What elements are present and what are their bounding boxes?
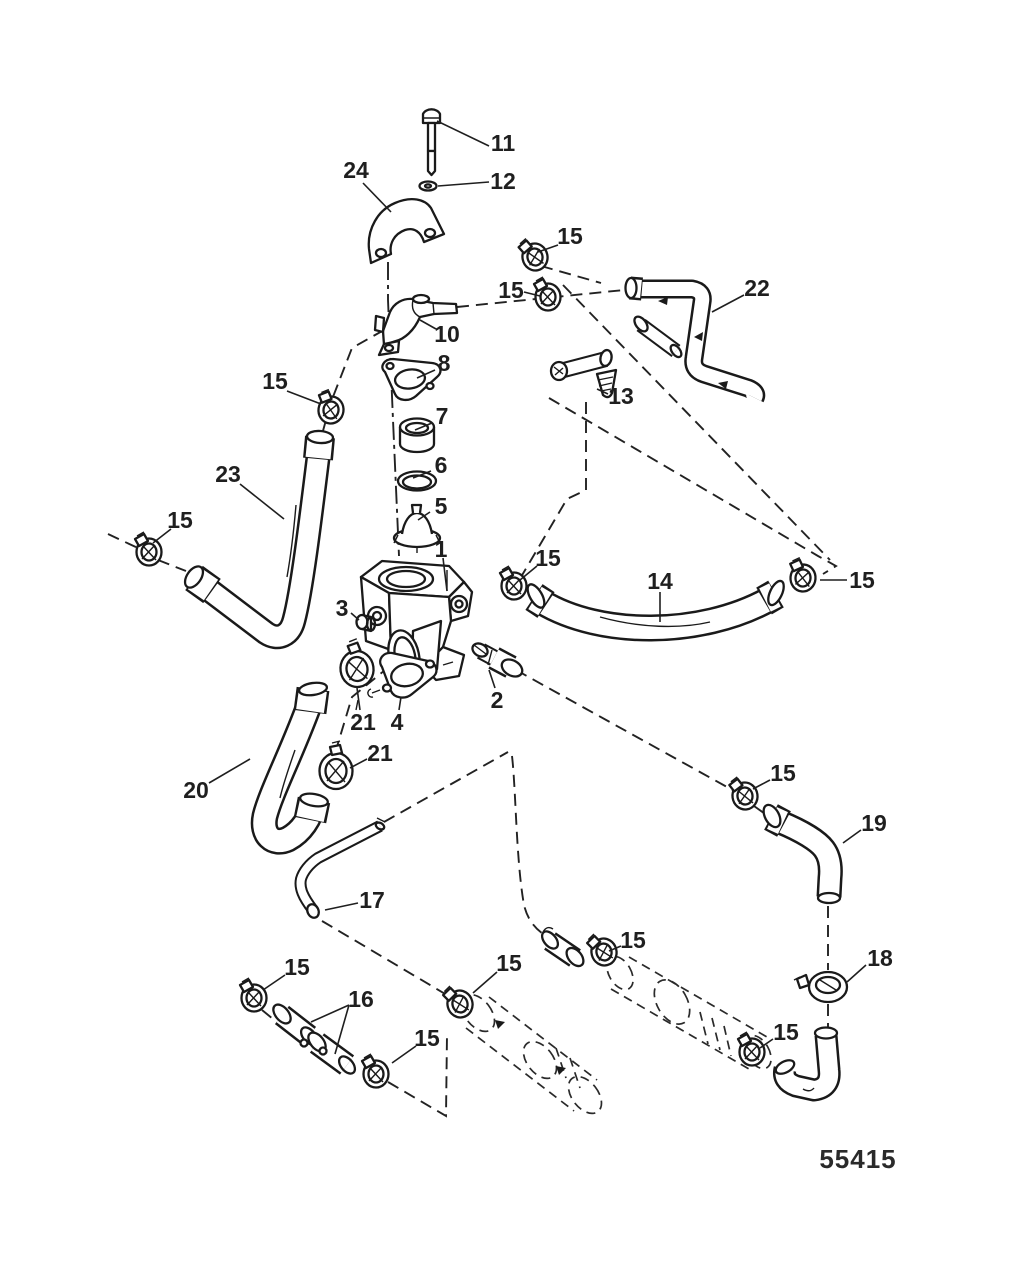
callout-label-15: 15: [414, 1025, 440, 1051]
housing-1: [359, 559, 474, 683]
callout-label-8: 8: [438, 350, 451, 376]
callout-label-15: 15: [849, 567, 875, 593]
callout-label-5: 5: [435, 493, 448, 519]
callout-label-15: 15: [620, 927, 646, 953]
callout-label-3: 3: [336, 595, 349, 621]
callout-label-15: 15: [770, 760, 796, 786]
callout-leader-15: [472, 971, 498, 994]
seal-ring-6: [396, 470, 438, 492]
callout-leader-2: [488, 669, 496, 689]
callout-leader-21: [349, 758, 368, 769]
callout-label-4: 4: [391, 709, 404, 735]
elbow-hose-bottom: [773, 1026, 841, 1102]
callout-leader-24: [362, 182, 392, 213]
callout-label-10: 10: [434, 321, 460, 347]
bracket-24: [367, 197, 446, 265]
callout-leader-13: [596, 388, 609, 395]
callout-leader-15: [262, 974, 286, 991]
callout-label-17: 17: [359, 887, 385, 913]
callout-leader-7: [414, 422, 433, 431]
callout-leader-11: [436, 120, 490, 147]
callout-label-11: 11: [491, 130, 516, 156]
callout-label-21: 21: [367, 740, 393, 766]
callout-label-6: 6: [435, 452, 448, 478]
callout-leader-15: [537, 244, 559, 253]
hose-23: [183, 429, 335, 650]
callout-label-15: 15: [167, 507, 193, 533]
callout-label-15: 15: [498, 277, 524, 303]
hose-clamps-15: [133, 233, 819, 1089]
callout-label-14: 14: [647, 568, 673, 594]
callout-layer: 11 12 24 15 15 22 10 8 13 7 15 23 6 5 15 1 14 15 15 3 2 21 4 21…: [152, 120, 893, 1064]
callout-leader-5: [417, 511, 431, 521]
phantom-pump-right: [600, 955, 772, 1070]
gasket-8: [381, 357, 442, 402]
callout-leader-15: [523, 291, 541, 297]
thermostat-5: [392, 503, 442, 553]
callout-leader-23: [239, 483, 285, 520]
callout-leader-15: [152, 528, 172, 544]
drawing-number: 55415: [819, 1144, 896, 1174]
callout-label-15: 15: [496, 950, 522, 976]
callout-leader-12: [437, 181, 490, 187]
callout-label-2: 2: [491, 687, 504, 713]
callout-leader-10: [419, 319, 437, 330]
callout-leader-15: [519, 565, 538, 581]
callout-leader-16: [310, 1004, 350, 1023]
callout-leader-22: [711, 294, 745, 313]
clamp-18: [793, 970, 849, 1004]
hose-20: [250, 681, 359, 855]
hose-17: [294, 817, 386, 919]
callout-leader-15: [759, 1038, 774, 1049]
callout-label-15: 15: [284, 954, 310, 980]
callout-label-21: 21: [350, 709, 376, 735]
callout-label-15: 15: [262, 368, 288, 394]
callout-leader-6: [412, 470, 432, 479]
callout-leader-8: [416, 369, 436, 379]
callout-label-15: 15: [773, 1019, 799, 1045]
connector-hose: [540, 926, 585, 968]
plug-3: [355, 613, 377, 633]
callout-leader-15: [286, 390, 322, 405]
callout-label-23: 23: [215, 461, 241, 487]
callout-leader-18: [846, 964, 867, 983]
callout-label-13: 13: [608, 383, 634, 409]
callout-leader-21: [356, 687, 361, 711]
callout-label-18: 18: [867, 945, 893, 971]
callout-leader-1: [442, 557, 448, 592]
callout-label-20: 20: [183, 777, 209, 803]
callout-label-15: 15: [557, 223, 583, 249]
callout-label-1: 1: [435, 536, 448, 562]
gasket-4: [367, 651, 438, 699]
sleeve-7: [398, 417, 436, 454]
callout-leader-3: [350, 612, 360, 621]
callout-label-22: 22: [744, 275, 770, 301]
callout-leader-20: [208, 758, 251, 784]
bolt-11: [421, 108, 442, 177]
fitting-2: [471, 642, 524, 678]
callout-leader-15: [391, 1045, 417, 1064]
tee-fitting-13: [549, 348, 618, 399]
washer-12: [418, 180, 438, 192]
callout-leader-15: [752, 779, 771, 790]
callout-label-19: 19: [861, 810, 887, 836]
outlet-fitting-10: [373, 293, 459, 357]
hose-14: [525, 579, 785, 642]
hose-pieces-16: [272, 1003, 357, 1075]
callout-leader-17: [324, 902, 359, 911]
callout-label-24: 24: [343, 157, 369, 183]
callout-leader-19: [842, 829, 862, 844]
assembly-dashed-lines: [107, 262, 838, 1118]
callout-label-16: 16: [348, 986, 374, 1012]
hose-22: [624, 276, 766, 403]
callout-label-15: 15: [535, 545, 561, 571]
callout-label-12: 12: [490, 168, 516, 194]
callout-leader-4: [398, 696, 402, 711]
phantom-pump-center: [460, 993, 603, 1115]
callout-leader-16: [334, 1004, 350, 1055]
callout-label-7: 7: [436, 403, 449, 429]
hose-19: [762, 803, 843, 905]
callout-leader-15: [608, 945, 622, 952]
